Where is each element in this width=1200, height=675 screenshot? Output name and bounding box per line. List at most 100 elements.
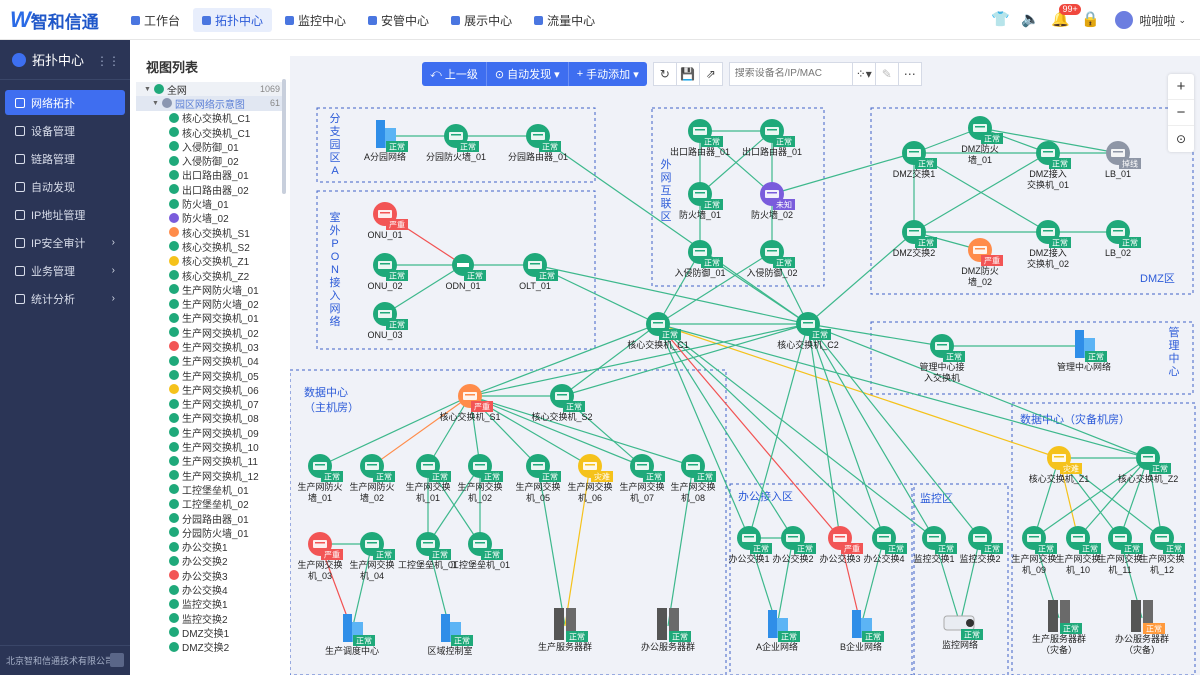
tree-item[interactable]: 生产网防火墙_01 xyxy=(136,282,286,297)
speaker-icon[interactable]: 🔈 xyxy=(1021,11,1040,28)
tree-item[interactable]: 防火墙_01 xyxy=(136,196,286,211)
tree-item[interactable]: 分园防火墙_01 xyxy=(136,525,286,540)
nav-item-1[interactable]: 拓扑中心 xyxy=(193,8,273,32)
nav-item-4[interactable]: 展示中心 xyxy=(442,8,521,32)
link-87[interactable] xyxy=(1077,457,1149,539)
tree-item[interactable]: 办公交换2 xyxy=(136,554,286,568)
sidebar-item-3[interactable]: 自动发现 xyxy=(5,174,125,199)
avatar[interactable] xyxy=(1115,11,1134,29)
save-icon[interactable]: 💾 xyxy=(675,62,700,86)
link-40[interactable] xyxy=(561,323,809,397)
link-61[interactable] xyxy=(469,395,694,467)
tree-item[interactable]: DMZ交换1 xyxy=(136,625,286,640)
link-26[interactable] xyxy=(913,152,1049,233)
nav-item-5[interactable]: 流量中心 xyxy=(525,8,604,32)
refresh-icon[interactable]: ↻ xyxy=(652,62,677,86)
link-75[interactable] xyxy=(776,537,794,627)
link-39[interactable] xyxy=(469,323,809,397)
tree-item[interactable]: 生产网交换机_04 xyxy=(136,354,286,368)
more-icon[interactable]: ⋯ xyxy=(897,62,922,86)
link-69[interactable] xyxy=(351,543,373,631)
zoom-out-icon[interactable]: − xyxy=(1168,100,1194,126)
link-53[interactable] xyxy=(657,323,1149,459)
link-42[interactable] xyxy=(657,323,750,539)
tree-item[interactable]: 办公交换1 xyxy=(136,540,286,554)
link-77[interactable] xyxy=(860,537,885,627)
tree-item[interactable]: 生产网交换机_01 xyxy=(136,311,286,325)
link-30[interactable] xyxy=(979,127,1049,154)
link-13[interactable] xyxy=(699,130,773,195)
tree-item[interactable]: 核心交换机_S1 xyxy=(136,225,286,240)
tree-item[interactable]: 办公交换3 xyxy=(136,568,286,583)
tree-item[interactable]: 出口路由器_02 xyxy=(136,182,286,197)
sidebar-item-0[interactable]: 网络拓扑 xyxy=(5,90,125,115)
caret-down-icon[interactable]: ▼ xyxy=(144,85,151,93)
sidebar-item-6[interactable]: 业务管理› xyxy=(5,258,125,283)
link-60[interactable] xyxy=(469,395,643,467)
tree-item[interactable]: 生产网交换机_02 xyxy=(136,325,286,340)
sidebar-item-7[interactable]: 统计分析› xyxy=(5,286,125,311)
tree-item[interactable]: 生产网交换机_08 xyxy=(136,411,286,425)
device-search[interactable] xyxy=(728,62,853,86)
chevron-down-icon[interactable]: ⌄ xyxy=(1178,14,1186,25)
link-72[interactable] xyxy=(564,465,591,627)
tree-item[interactable]: 分园路由器_01 xyxy=(136,511,286,526)
link-73[interactable] xyxy=(667,465,694,627)
tree-item[interactable]: 生产网防火墙_02 xyxy=(136,296,286,311)
layout-icon[interactable]: ⁘▾ xyxy=(851,62,876,86)
tree-item[interactable]: 生产网交换机_05 xyxy=(136,368,286,383)
link-36[interactable] xyxy=(657,323,1060,459)
tree-item[interactable]: 核心交换机_C1 xyxy=(136,125,286,140)
fit-view-icon[interactable]: ⊙ xyxy=(1175,132,1187,146)
tree-item[interactable]: 生产网交换机_03 xyxy=(136,339,286,354)
link-45[interactable] xyxy=(657,323,885,539)
tree-item[interactable]: 办公交换4 xyxy=(136,582,286,597)
tree-item[interactable]: 生产网交换机_06 xyxy=(136,382,286,397)
up-level-button[interactable]: ⤺ 上一级 xyxy=(422,62,487,86)
nav-item-3[interactable]: 安管中心 xyxy=(359,8,438,32)
tree-item[interactable]: 生产网交换机_09 xyxy=(136,425,286,440)
link-50[interactable] xyxy=(807,323,981,539)
tree-scrollbar[interactable] xyxy=(282,79,286,194)
user-name[interactable]: 啦啦啦 xyxy=(1139,13,1176,28)
link-44[interactable] xyxy=(657,323,841,539)
tree-item[interactable]: 工控堡垒机_01 xyxy=(136,482,286,497)
link-31[interactable] xyxy=(979,127,1119,154)
tree-item[interactable]: 核心交换机_C1 xyxy=(136,111,286,125)
link-49[interactable] xyxy=(657,323,935,539)
tree-item[interactable]: 工控堡垒机_02 xyxy=(136,497,286,511)
